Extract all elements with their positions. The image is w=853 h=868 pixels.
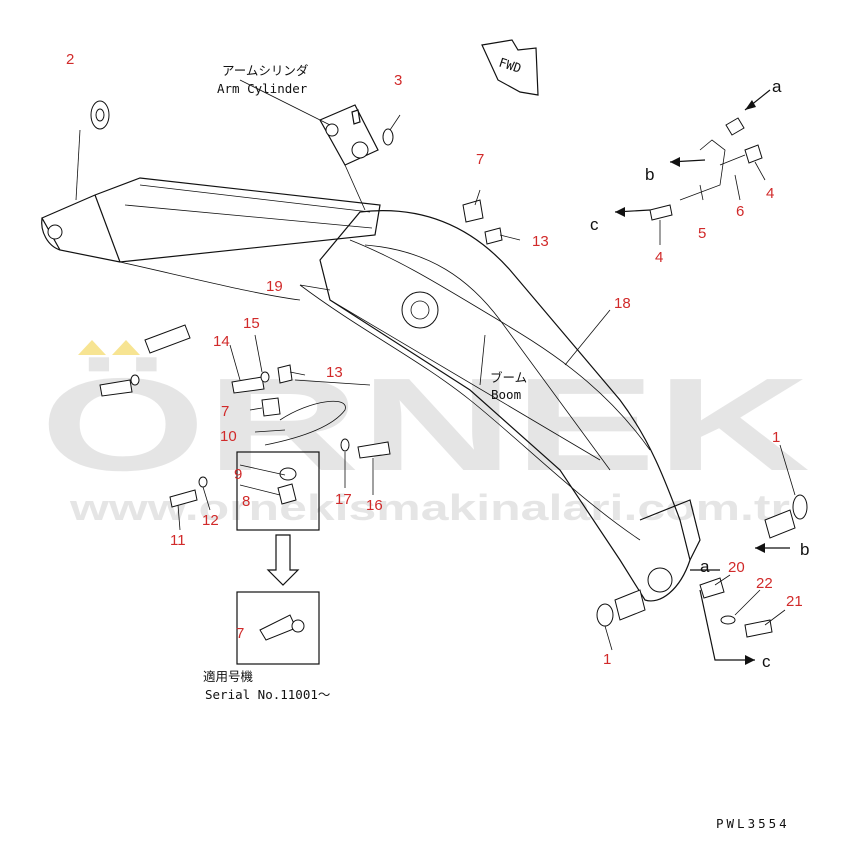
clamp-13-top xyxy=(484,227,503,245)
drawing-code: PWL3554 xyxy=(716,816,790,831)
detail-boxes xyxy=(236,451,320,665)
boom-body xyxy=(319,210,701,602)
direction-arrows: FWD xyxy=(481,39,790,665)
detail-box-lower xyxy=(236,591,320,665)
callout-10: 10 xyxy=(220,428,237,445)
callout-7-detail: 7 xyxy=(236,625,244,642)
boom-label-jp: ブーム xyxy=(490,370,527,385)
letter-c-bottom: c xyxy=(762,652,771,671)
watermark-dot-right xyxy=(112,340,140,355)
bolt-16 xyxy=(357,441,391,459)
arm-cylinder-label-en: Arm Cylinder xyxy=(217,81,308,96)
washer-12 xyxy=(198,476,208,488)
callout-1-right: 1 xyxy=(772,429,780,446)
callout-3: 3 xyxy=(394,72,402,89)
watermark-url: www.ornekismakinalari.com.tr xyxy=(69,487,790,528)
letter-b-top: b xyxy=(645,165,654,184)
callout-18: 18 xyxy=(614,295,631,312)
callout-8: 8 xyxy=(242,493,250,510)
washer-22 xyxy=(720,615,736,625)
callout-13-mid: 13 xyxy=(326,364,343,381)
boom-label-en: Boom xyxy=(491,387,521,402)
callout-14: 14 xyxy=(213,333,230,350)
callout-7-mid: 7 xyxy=(221,403,229,420)
labels: アームシリンダ Arm Cylinder ブーム Boom 適用号機 Seria… xyxy=(66,51,809,831)
washer-3 xyxy=(382,128,394,146)
callout-22: 22 xyxy=(756,575,773,592)
bushing-lower xyxy=(614,589,646,621)
fitting-a xyxy=(725,117,745,136)
callout-21: 21 xyxy=(786,593,803,610)
callout-1-lower: 1 xyxy=(603,651,611,668)
letter-b-bottom: b xyxy=(800,540,809,559)
serial-label-en: Serial No.11001〜 xyxy=(205,687,330,702)
callout-2: 2 xyxy=(66,51,74,68)
clamp-7 xyxy=(261,397,281,417)
bolt-11 xyxy=(169,489,198,508)
bushing-right xyxy=(764,509,796,539)
letter-a-top: a xyxy=(772,77,782,96)
letter-a-bottom: a xyxy=(700,557,710,576)
callout-17: 17 xyxy=(335,491,352,508)
callout-12: 12 xyxy=(202,512,219,529)
callout-7-top: 7 xyxy=(476,151,484,168)
tube-6 xyxy=(719,154,746,166)
watermark-dot-left xyxy=(78,340,106,355)
watermark-brand: ÖRNEK xyxy=(40,351,810,498)
fitting-4-bottom xyxy=(649,204,673,221)
letter-c-top: c xyxy=(590,215,599,234)
serial-label-jp: 適用号機 xyxy=(203,669,254,684)
arm-cylinder xyxy=(319,104,379,166)
clamp-13 xyxy=(277,364,293,384)
callout-4-top: 4 xyxy=(766,185,774,202)
seal-1-right xyxy=(792,494,808,520)
clamp-7-top xyxy=(462,199,484,223)
detail-box-upper xyxy=(236,451,320,531)
callout-20: 20 xyxy=(728,559,745,576)
bolt-left xyxy=(99,379,133,397)
callout-16: 16 xyxy=(366,497,383,514)
callout-11: 11 xyxy=(170,532,186,549)
washer-15 xyxy=(260,371,270,383)
fitting-4-top xyxy=(744,144,763,164)
callout-13-top: 13 xyxy=(532,233,549,250)
detail-arrow xyxy=(266,534,300,586)
callout-19: 19 xyxy=(266,278,283,295)
hose-lines xyxy=(264,239,651,541)
pin-arm xyxy=(144,324,191,354)
seal-1-lower xyxy=(596,603,614,627)
fwd-arrow xyxy=(481,39,539,96)
callout-15: 15 xyxy=(243,315,260,332)
tube-5 xyxy=(679,139,726,201)
callout-6: 6 xyxy=(736,203,744,220)
callout-9: 9 xyxy=(234,466,242,483)
bolt-21 xyxy=(744,619,773,638)
washer-17 xyxy=(340,438,350,452)
parts xyxy=(90,100,808,638)
leader-lines xyxy=(75,79,796,651)
fwd-label: FWD xyxy=(497,55,523,76)
arm-cylinder-label-jp: アームシリンダ xyxy=(222,63,308,78)
callout-5: 5 xyxy=(698,225,706,242)
arm-body xyxy=(41,177,381,301)
callout-4-bottom: 4 xyxy=(655,249,663,266)
bolt-14 xyxy=(231,376,265,394)
